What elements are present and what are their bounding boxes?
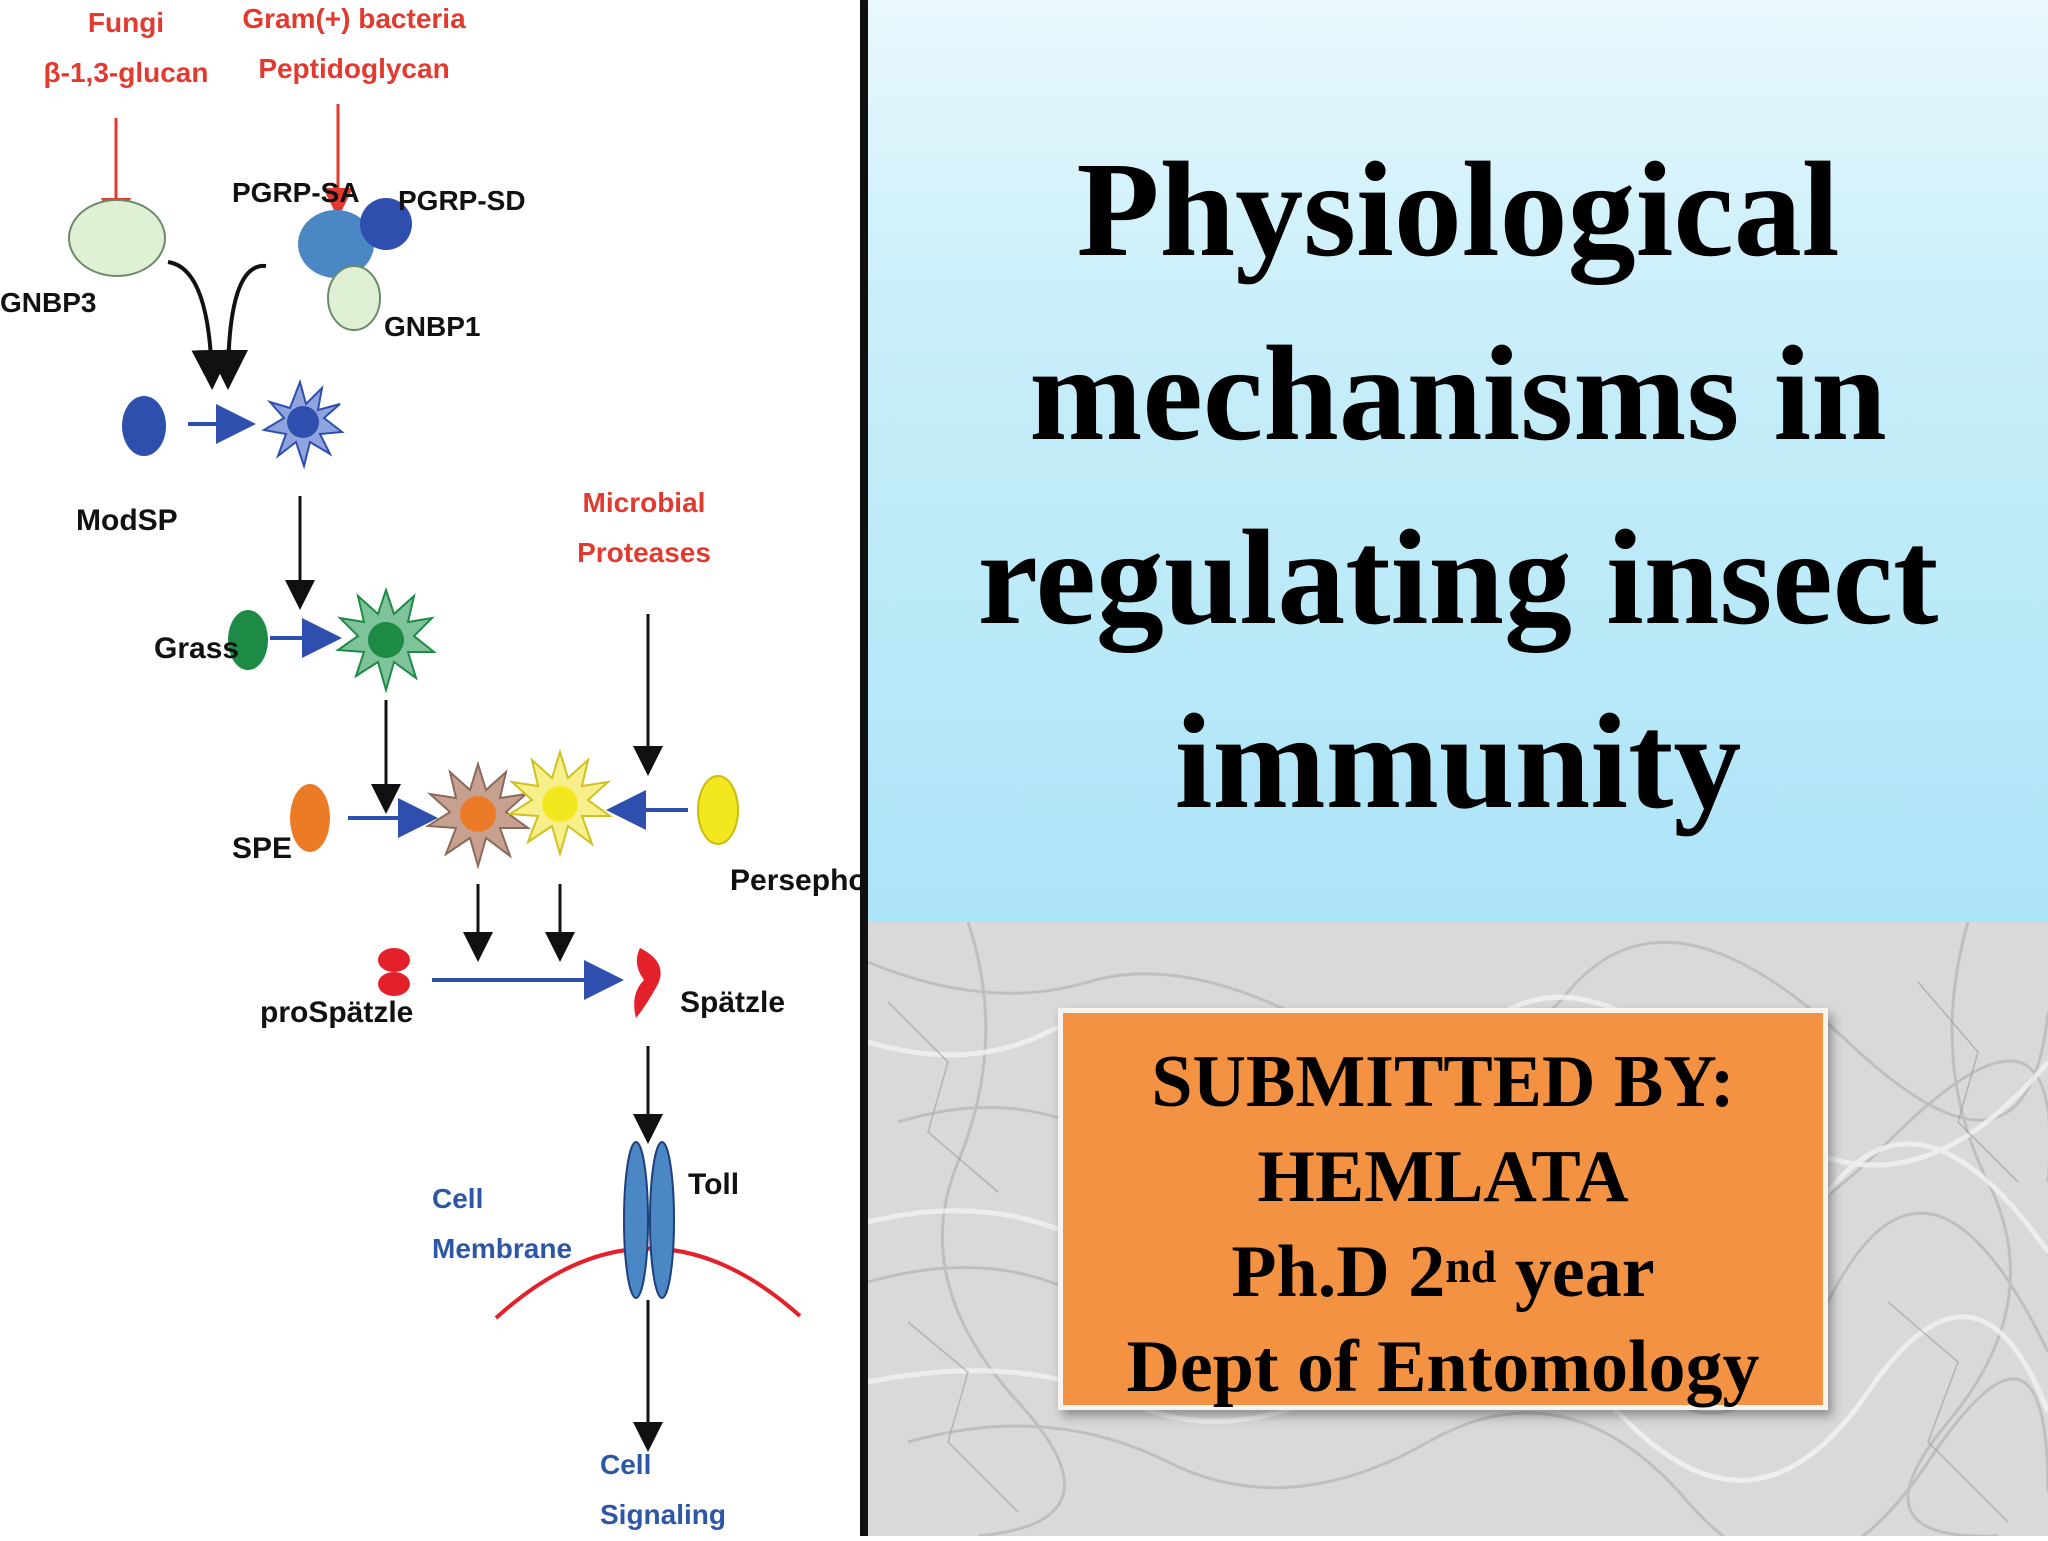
cell-signaling-label-1: Cell — [600, 1449, 651, 1480]
title-line: regulating insect — [977, 503, 1939, 653]
author-program: Ph.D 2nd year — [1063, 1225, 1823, 1320]
pgrp-sd-receptor — [360, 198, 412, 250]
program-year: year — [1496, 1231, 1655, 1313]
spe-label: SPE — [232, 832, 292, 865]
cell-membrane-label-1: Cell — [432, 1183, 483, 1214]
gnbp3-receptor — [68, 199, 166, 277]
gnbp1-receptor — [327, 265, 381, 331]
fungi-label: Fungi — [88, 7, 164, 38]
peptidoglycan-label: Peptidoglycan — [258, 53, 449, 84]
author-name: HEMLATA — [1257, 1136, 1629, 1218]
cell-signaling-label-2: Signaling — [600, 1499, 726, 1530]
persephone-protease — [697, 775, 739, 845]
spe-active-core — [460, 796, 496, 832]
toll-label: Toll — [688, 1168, 739, 1201]
spatzle-label: Spätzle — [680, 986, 785, 1019]
presentation-title: Physiological mechanisms in regulating i… — [868, 118, 2048, 854]
grass-protease — [228, 610, 268, 670]
persephone-label: Persephone — [730, 864, 860, 897]
glucan-label: β-1,3-glucan — [44, 57, 209, 88]
modsp-label: ModSP — [76, 504, 178, 537]
cell-membrane-label-2: Membrane — [432, 1233, 572, 1264]
microbial-label: Microbial — [583, 487, 706, 518]
persephone-active-core — [542, 786, 578, 822]
pgrp-sd-label: PGRP-SD — [398, 185, 526, 216]
prospatzle-top — [378, 948, 410, 972]
grass-label: Grass — [154, 632, 239, 665]
title-line: Physiological — [1076, 135, 1840, 285]
program-ordinal: nd — [1445, 1241, 1497, 1292]
submitted-by-heading: SUBMITTED BY: — [1151, 1041, 1735, 1123]
gnbp3-label: GNBP3 — [0, 287, 96, 318]
proteases-label: Proteases — [577, 537, 711, 568]
submitted-by-box: SUBMITTED BY: HEMLATA Ph.D 2nd year Dept… — [1058, 1008, 1828, 1410]
toll-receptor-right — [649, 1141, 675, 1299]
title-line: mechanisms in — [1029, 319, 1887, 469]
toll-pathway-diagram: Fungi β-1,3-glucan Gram(+) bacteria Pept… — [0, 0, 902, 1536]
title-panel: Physiological mechanisms in regulating i… — [868, 0, 2048, 922]
gnbp1-label: GNBP1 — [384, 311, 480, 342]
prospatzle-label: proSpätzle — [260, 996, 413, 1029]
prospatzle-bottom — [378, 972, 410, 996]
spatzle-ligand — [634, 948, 661, 1018]
grass-active-core — [368, 622, 404, 658]
author-department: Dept of Entomology — [1126, 1326, 1760, 1408]
panel-divider — [860, 0, 868, 1536]
marble-background: SUBMITTED BY: HEMLATA Ph.D 2nd year Dept… — [868, 922, 2048, 1536]
title-line: immunity — [1174, 687, 1742, 837]
pgrp-converge-arrow — [208, 263, 267, 390]
program-text: Ph.D 2 — [1231, 1231, 1446, 1313]
pgrp-sa-receptor — [298, 210, 374, 278]
gnbp3-converge-arrow — [167, 260, 232, 390]
pathway-figure: Fungi β-1,3-glucan Gram(+) bacteria Pept… — [0, 3, 902, 1530]
toll-receptor-left — [623, 1141, 649, 1299]
spe-protease — [290, 784, 330, 852]
modsp-active-core — [287, 406, 319, 438]
gram-bacteria-label: Gram(+) bacteria — [242, 3, 466, 34]
modsp-protein — [122, 396, 166, 456]
pgrp-sa-label: PGRP-SA — [232, 177, 360, 208]
